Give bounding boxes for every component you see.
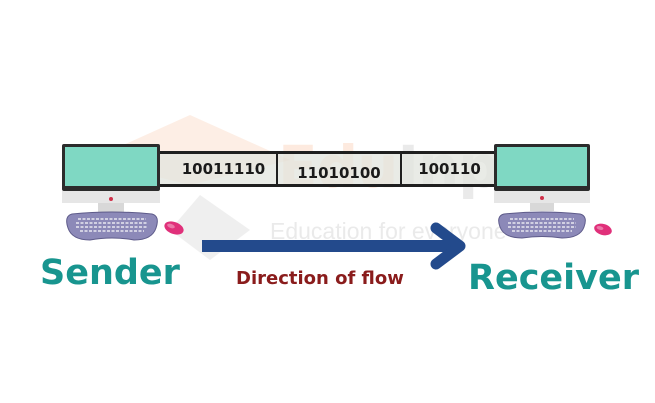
receiver-power-led xyxy=(540,196,544,200)
sender-label: Sender xyxy=(40,253,180,293)
data-packet: 11010100 xyxy=(278,154,402,184)
sender-monitor xyxy=(62,144,160,191)
sender-monitor-stand xyxy=(98,203,124,212)
sender-computer xyxy=(60,140,190,245)
receiver-label: Receiver xyxy=(468,258,639,298)
direction-label: Direction of flow xyxy=(236,268,404,289)
data-packet: 100110 xyxy=(418,160,481,178)
receiver-monitor-stand xyxy=(530,203,554,211)
data-packet: 10011110 xyxy=(157,154,278,184)
sender-screen xyxy=(65,147,157,186)
direction-arrow-icon xyxy=(202,222,466,270)
receiver-mouse-icon xyxy=(594,223,612,236)
sender-mouse-icon xyxy=(164,221,184,235)
receiver-computer xyxy=(490,138,620,243)
receiver-monitor xyxy=(494,144,590,191)
receiver-screen xyxy=(497,147,587,186)
watermark-tagline: Education for everyone xyxy=(270,218,507,244)
receiver-keyboard-icon xyxy=(498,211,586,239)
data-stream: 10011110 11010100 100110 xyxy=(157,151,497,187)
sender-keyboard-icon xyxy=(66,211,158,241)
sender-power-led xyxy=(109,197,113,201)
